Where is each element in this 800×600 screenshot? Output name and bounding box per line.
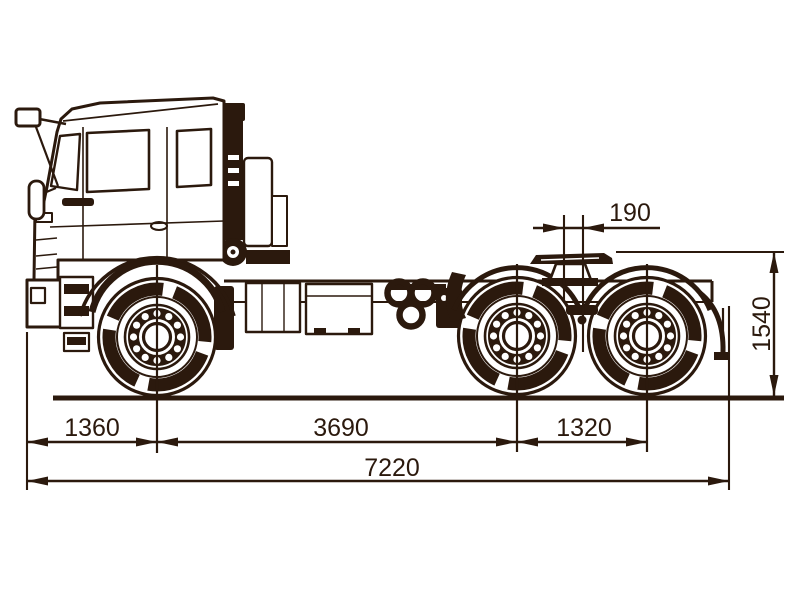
rear-side-window [175, 127, 213, 189]
dimension-fifth-wheel-offset: 190 [533, 199, 660, 352]
fog-lamp [29, 286, 47, 305]
dimension-saddle-height: 1540 [616, 250, 784, 396]
front-bumper [25, 278, 63, 329]
entry-steps [58, 275, 95, 353]
dim-label-7220: 7220 [364, 454, 420, 482]
dim-label-1360: 1360 [64, 414, 120, 442]
fifth-wheel-coupling [530, 253, 613, 286]
dim-label-190: 190 [609, 199, 651, 227]
main-mirror [14, 107, 67, 187]
dimension-overall-length: 7220 [27, 306, 731, 490]
turn-indicator [150, 221, 168, 231]
dim-label-3690: 3690 [313, 414, 369, 442]
windshield-side-glass [49, 132, 82, 192]
kerb-mirror [27, 179, 57, 221]
ground-line [53, 395, 784, 401]
front-fender [78, 255, 236, 317]
dim-label-1540: 1540 [748, 296, 776, 352]
side-storage-boxes [244, 281, 374, 336]
behind-cab-boxes [219, 156, 290, 266]
bogie-front-mudflap [445, 272, 466, 322]
dimension-row-axles: 1360 3690 1320 [25, 332, 647, 490]
dim-label-1320: 1320 [556, 414, 612, 442]
cab [32, 96, 226, 282]
rear-fenders [451, 265, 713, 311]
truck-drawing [14, 96, 730, 453]
door-window [85, 128, 151, 194]
rear-mudguard [698, 291, 730, 360]
exhaust-stack [221, 103, 245, 240]
door-handle [62, 198, 94, 206]
